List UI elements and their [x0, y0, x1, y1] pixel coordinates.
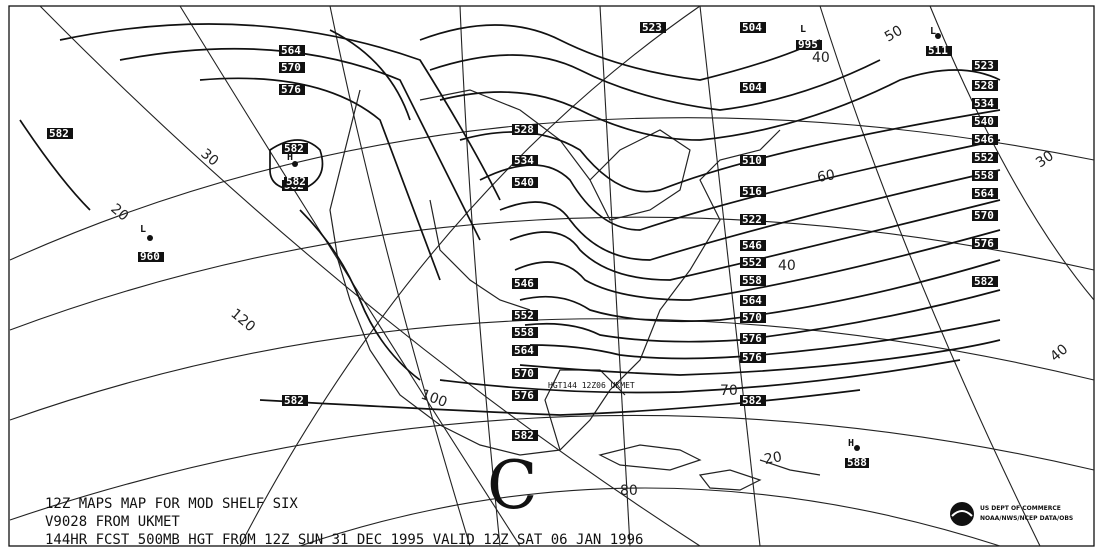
- contour-label: 570: [974, 209, 994, 222]
- grid-label: 60: [816, 167, 836, 186]
- contour-label: 558: [974, 169, 994, 182]
- svg-text:H: H: [287, 152, 293, 163]
- svg-text:H: H: [848, 438, 854, 449]
- map-footer: 12Z MAPS MAP FOR MOD SHELF SIX V9028 FRO…: [45, 496, 643, 548]
- contour-label: 576: [514, 389, 534, 402]
- height-contours: [19, 23, 1001, 416]
- contour-label: 528: [514, 123, 534, 136]
- pressure-center-high: H 582: [284, 152, 308, 188]
- contour-label: 540: [514, 176, 534, 189]
- contour-label: 528: [974, 79, 994, 92]
- contour-label: 546: [514, 277, 534, 290]
- contour-label: 558: [742, 274, 762, 287]
- contour-label: 552: [742, 256, 762, 269]
- contour-label: 534: [974, 97, 994, 110]
- svg-text:960: 960: [140, 250, 160, 263]
- grid-label: 80: [620, 483, 638, 499]
- contour-label: 564: [974, 187, 994, 200]
- svg-text:588: 588: [847, 456, 867, 469]
- svg-text:L: L: [800, 24, 806, 35]
- pressure-center-low: L 511: [926, 26, 952, 57]
- noaa-emblem-icon: [950, 502, 974, 526]
- footer-line-2: V9028 FROM UKMET: [45, 514, 180, 530]
- contour-label: 534: [514, 154, 534, 167]
- svg-text:582: 582: [286, 175, 306, 188]
- contour-label: 552: [974, 151, 994, 164]
- grid-label: 20: [763, 449, 783, 468]
- contour-label: 576: [742, 351, 762, 364]
- grid-label: 70: [720, 383, 738, 399]
- svg-text:HGT144 12Z06 UKMET: HGT144 12Z06 UKMET: [548, 381, 635, 390]
- svg-text:511: 511: [928, 44, 948, 57]
- svg-text:L: L: [930, 26, 936, 37]
- map-code: HGT144 12Z06 UKMET: [548, 381, 635, 390]
- contour-label: 540: [974, 115, 994, 128]
- map-border: [8, 5, 1095, 547]
- contour-label: 582: [49, 127, 69, 140]
- contour-label: 523: [974, 59, 994, 72]
- coastlines: [329, 89, 821, 491]
- grid-label: 50: [882, 23, 905, 46]
- contour-label: 570: [742, 311, 762, 324]
- pressure-center-low: L 960: [138, 224, 164, 263]
- contour-label: 582: [284, 394, 304, 407]
- contour-label: 552: [514, 309, 534, 322]
- grid-label: 40: [812, 50, 830, 66]
- pressure-center-low: L 995: [796, 24, 822, 51]
- contour-label: 582: [514, 429, 534, 442]
- svg-text:L: L: [140, 224, 146, 235]
- contour-label: 570: [514, 367, 534, 380]
- contour-label: 576: [974, 237, 994, 250]
- contour-label: 522: [742, 213, 762, 226]
- footer-line-3: 144HR FCST 500MB HGT FROM 12Z SUN 31 DEC…: [45, 532, 643, 548]
- contour-label: 504: [742, 81, 762, 94]
- big-letter-c: C: [487, 447, 538, 524]
- contour-label: 576: [281, 83, 301, 96]
- contour-label: 523: [642, 21, 662, 34]
- footer-line-1: 12Z MAPS MAP FOR MOD SHELF SIX: [45, 496, 298, 512]
- svg-text:NOAA/NWS/NCEP DATA/OBS: NOAA/NWS/NCEP DATA/OBS: [980, 515, 1073, 522]
- grid-label: 40: [778, 258, 796, 274]
- contour-label: 582: [974, 275, 994, 288]
- noaa-logo: US DEPT OF COMMERCE NOAA/NWS/NCEP DATA/O…: [950, 502, 1073, 526]
- contour-label: 570: [281, 61, 301, 74]
- contour-labels: 564 570 576 582 582 582 528 534 540 546 …: [47, 21, 998, 442]
- svg-text:995: 995: [798, 38, 818, 51]
- contour-label: 504: [742, 21, 762, 34]
- contour-label: 510: [742, 154, 762, 167]
- contour-label: 546: [974, 133, 994, 146]
- contour-label: 576: [742, 332, 762, 345]
- contour-label: 546: [742, 239, 762, 252]
- contour-label: 582: [284, 142, 304, 155]
- contour-label: 516: [742, 185, 762, 198]
- contour-label: 564: [514, 344, 534, 357]
- contour-label: 582: [742, 394, 762, 407]
- pressure-center-high: H 588: [845, 438, 869, 469]
- contour-label: 564: [742, 294, 762, 307]
- contour-label: 558: [514, 326, 534, 339]
- svg-text:US DEPT OF COMMERCE: US DEPT OF COMMERCE: [980, 505, 1061, 512]
- contour-label: 564: [281, 44, 301, 57]
